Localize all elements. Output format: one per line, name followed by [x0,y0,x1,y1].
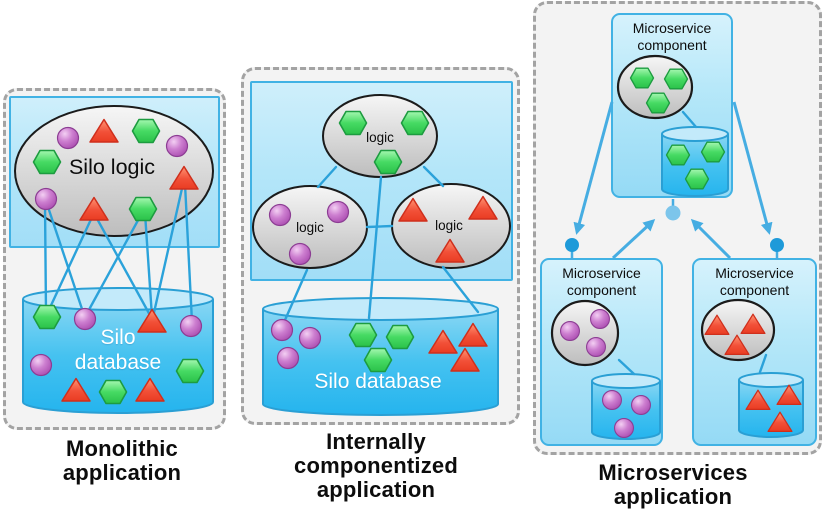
microservice-component-label: Microservice component [562,265,641,298]
connector-line [758,353,768,374]
green-hexagon-icon [175,358,205,384]
connector-line [45,202,86,317]
green-hexagon-icon [385,324,415,350]
logic-label-left: logic [296,220,324,235]
purple-circle-icon [56,126,80,150]
purple-circle-icon [298,326,322,350]
component-db-connectors [617,110,768,376]
silo-database-label: Silo database [314,370,442,393]
purple-circle-icon [560,321,580,341]
endpoint-dot [565,238,579,252]
green-hexagon-icon [700,141,726,163]
purple-circle-icon [179,314,203,338]
connector-line [43,202,48,316]
connector-line [422,165,445,188]
component-logic-ellipse-right [700,298,776,362]
purple-circle-icon [29,353,53,377]
connector-line [367,175,383,320]
microservice-component-label: Microservice component [715,265,794,298]
connector-line [283,268,309,322]
purple-circle-icon [34,187,58,211]
connector-line [93,213,153,319]
green-hexagon-icon [131,118,161,144]
monolithic-connector-lines [43,182,194,324]
componentized-connector-lines [283,165,480,322]
green-hexagon-icon [373,149,403,175]
green-hexagon-icon [645,92,671,114]
purple-circle-icon [614,418,634,438]
green-hexagon-icon [665,144,691,166]
purple-circle-icon [602,390,622,410]
green-hexagon-icon [629,67,655,89]
logic-label-top: logic [366,130,394,145]
endpoint-dot-hub [665,205,681,221]
endpoint-dot [770,238,784,252]
green-hexagon-icon [32,304,62,330]
database-cylinders [22,126,804,440]
connector-line [681,110,698,129]
monolithic-caption: Monolithic application [62,436,182,485]
green-hexagon-icon [348,322,378,348]
connector-line [151,182,185,319]
connector-line [617,358,636,376]
connector-line [45,213,95,316]
green-hexagon-icon [98,379,128,405]
microservices-caption: Microservices application [598,460,748,509]
purple-circle-icon [165,134,189,158]
message-arrow-down-right [732,101,773,235]
silo-database-label: Silo database [74,326,162,374]
connector-line [83,211,144,319]
message-arrow-down-left [573,101,614,235]
green-hexagon-icon [128,196,158,222]
purple-circle-icon [270,318,294,342]
green-hexagon-icon [684,168,710,190]
message-arrow-up-right [690,218,732,260]
logic-label-right: logic [435,218,463,233]
purple-circle-icon [631,395,651,415]
microservice-component-label: Microservice component [632,20,712,53]
purple-circle-icon [288,242,312,266]
connector-line [441,265,480,314]
service-message-arrows [565,101,784,260]
connector-line [365,224,394,229]
purple-circle-icon [590,309,610,329]
purple-circle-icon [276,346,300,370]
silo-logic-label: Silo logic [68,155,156,179]
connector-line [316,165,338,189]
green-hexagon-icon [663,68,689,90]
connector-line [183,182,194,324]
message-arrow-up-left [611,218,656,260]
silo-database-cylinder [22,287,214,414]
componentized-caption: Internally componentized application [294,429,458,502]
purple-circle-icon [586,337,606,357]
connector-line [143,211,154,319]
